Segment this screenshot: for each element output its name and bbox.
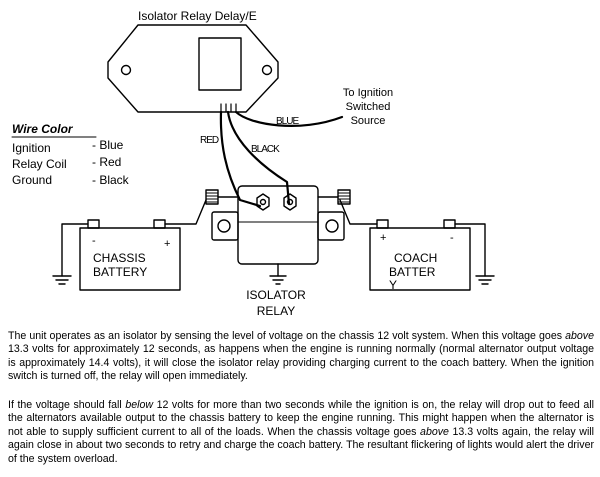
legend-name-ignition: Ignition	[12, 141, 51, 155]
p2-part-c: 12 volts for more than two seconds while…	[8, 399, 594, 438]
coil-terminal-right	[286, 198, 294, 206]
p2-emphasis-below: below	[125, 399, 154, 411]
p2-part-e: 13.3 volts again, the relay will again c…	[8, 425, 595, 465]
coil-terminal-left	[259, 198, 267, 206]
delay-module	[107, 24, 279, 113]
coach-battery-cable	[339, 199, 378, 225]
chassis-battery-label-line1: CHASSIS	[93, 251, 146, 265]
mounting-hole-left	[120, 64, 132, 76]
p1-emphasis-above: above	[565, 330, 594, 342]
chassis-ground-icon	[52, 275, 72, 285]
chassis-battery-minus: -	[92, 235, 96, 247]
coach-ground-wire	[454, 223, 486, 277]
blue-wire	[234, 110, 344, 127]
coach-battery-terminal-neg	[443, 219, 456, 229]
legend-title: Wire Color	[12, 122, 74, 136]
relay-left-bracket	[211, 211, 239, 241]
blue-wire-label: BLUE	[276, 116, 299, 127]
wiring-diagram: Isolator Relay Delay/E To Ignition Switc…	[11, 9, 495, 318]
coach-battery-plus: +	[380, 232, 386, 244]
p2-emphasis-above: above	[420, 425, 449, 438]
isolator-relay	[205, 185, 351, 265]
relay-mount-hole-left	[217, 219, 231, 233]
red-wire	[219, 110, 262, 208]
coach-battery-minus: -	[450, 232, 454, 244]
delay-module-title: Isolator Relay Delay/E	[138, 9, 257, 23]
chassis-battery-terminal-pos	[153, 219, 166, 229]
legend-name-ground: Ground	[12, 173, 52, 187]
black-wire	[226, 110, 291, 206]
delay-module-body	[107, 24, 279, 113]
p2-part-a: If the voltage should fall	[8, 399, 126, 411]
coach-battery-case	[369, 227, 471, 291]
relay-right-stud	[317, 189, 351, 205]
legend-name-relay-coil: Relay Coil	[12, 157, 67, 171]
chassis-ground-wire	[61, 223, 89, 277]
legend-color-ground: - Black	[92, 173, 130, 187]
relay-right-bracket	[317, 211, 345, 241]
relay-body	[237, 185, 319, 265]
coach-battery-terminal-pos	[376, 219, 389, 229]
chassis-battery-case	[79, 227, 181, 291]
chassis-battery-cable	[164, 199, 207, 225]
isolator-relay-label-line1: ISOLATOR	[246, 288, 306, 302]
coach-ground-icon	[475, 275, 495, 285]
delay-module-label-window	[198, 37, 242, 91]
chassis-battery-label-line2: BATTERY	[93, 265, 147, 279]
red-wire-label: RED	[200, 135, 219, 146]
chassis-battery-terminal-neg	[87, 219, 100, 229]
description-paragraph-2: If the voltage should fall below 12 volt…	[8, 399, 594, 466]
coil-terminal-right-nut	[283, 193, 297, 211]
relay-left-stud	[205, 189, 239, 205]
relay-mount-hole-right	[325, 219, 339, 233]
description-paragraph-1: The unit operates as an isolator by sens…	[8, 330, 594, 384]
coach-battery-label-line3: Y	[389, 278, 397, 292]
delay-module-pins	[220, 103, 237, 113]
ignition-source-line2: Switched	[346, 101, 391, 113]
mounting-hole-right	[261, 64, 273, 76]
p1-part-c: 13.3 volts for approximately 12 seconds,…	[8, 343, 594, 383]
coil-terminal-left-nut	[256, 193, 270, 211]
isolator-relay-label-line2: RELAY	[257, 304, 295, 318]
p1-part-a: The unit operates as an isolator by sens…	[8, 330, 566, 342]
ignition-source-line3: Source	[351, 115, 386, 127]
relay-ground-icon	[269, 275, 287, 285]
chassis-battery-plus: +	[164, 238, 170, 250]
legend-color-relay-coil: - Red	[92, 155, 121, 169]
coach-battery-label-line1: COACH	[394, 251, 437, 265]
ignition-source-line1: To Ignition	[343, 87, 393, 99]
legend-color-ignition: - Blue	[92, 138, 124, 152]
black-wire-label: BLACK	[251, 144, 280, 155]
coach-battery-label-line2: BATTER	[389, 265, 436, 279]
